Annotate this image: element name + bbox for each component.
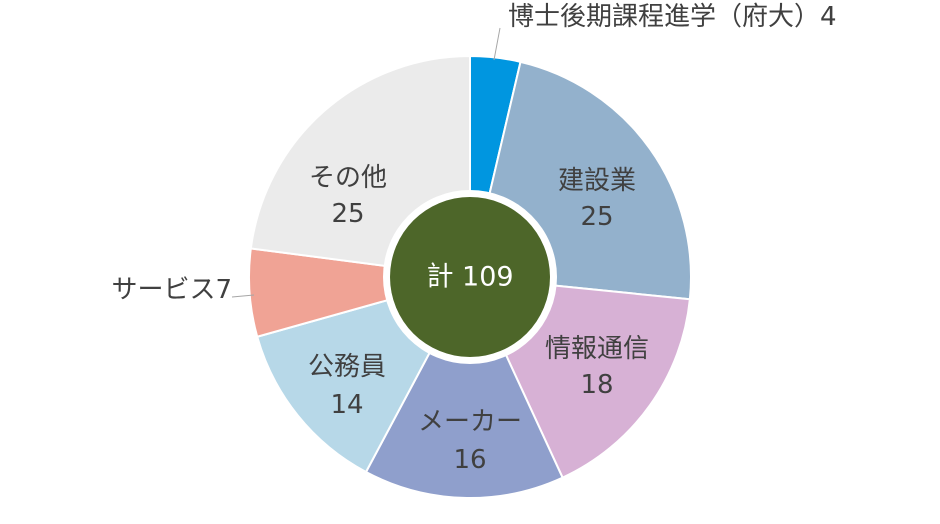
- leader-line-6: [231, 294, 255, 298]
- slice-label-5: 公務員: [308, 352, 386, 382]
- slice-value-7: 25: [331, 199, 364, 229]
- slice-label-3: 情報通信: [545, 334, 649, 364]
- slice-value-2: 25: [580, 202, 613, 232]
- total-label: 計 109: [426, 262, 513, 293]
- slice-label-7: その他: [309, 163, 387, 193]
- slice-label-2: 建設業: [558, 166, 636, 196]
- slice-label-4: メーカー: [418, 407, 522, 437]
- leader-lines-layer: [231, 27, 501, 298]
- slice-label-6: サービス7: [111, 275, 232, 305]
- slice-value-5: 14: [330, 390, 363, 420]
- center-total-disc: [390, 197, 550, 357]
- slice-4: [364, 274, 564, 499]
- center-layer: 計 109: [383, 190, 557, 364]
- slice-value-4: 16: [453, 445, 486, 475]
- leader-line-1: [493, 27, 501, 61]
- slice-label-1: 博士後期課程進学（府大）4: [508, 2, 837, 32]
- labels-layer: 博士後期課程進学（府大）4 建設業 25 情報通信 18 メーカー 16 公務員 14 サービス7…: [111, 2, 836, 475]
- slice-value-3: 18: [580, 370, 613, 400]
